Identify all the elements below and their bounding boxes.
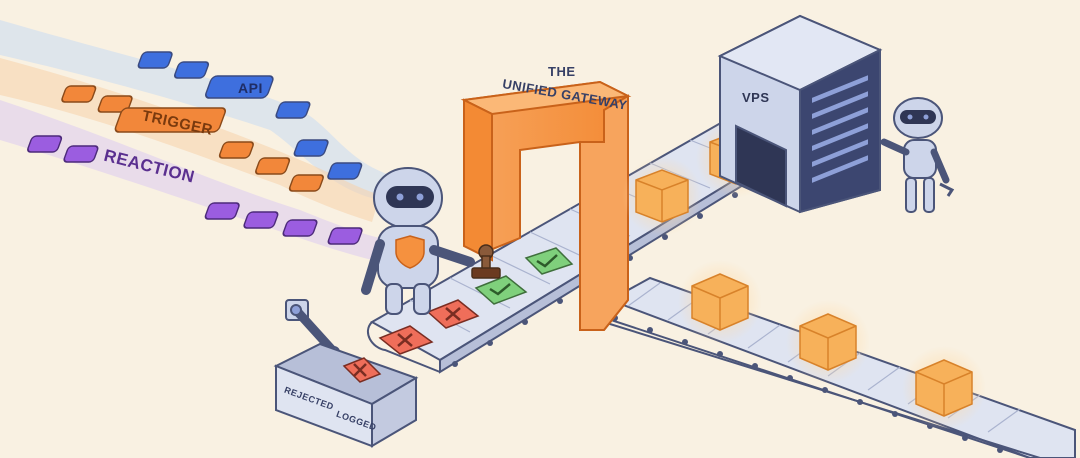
rejected-bin bbox=[273, 342, 419, 448]
package-box bbox=[678, 260, 762, 344]
package-box bbox=[902, 346, 986, 430]
x-icon bbox=[397, 333, 413, 347]
accepted-card bbox=[524, 247, 574, 275]
check-icon bbox=[489, 283, 511, 296]
gateway-title-line1: THE bbox=[548, 64, 576, 79]
check-icon bbox=[536, 254, 558, 268]
trigger-stream-band bbox=[0, 58, 380, 222]
trigger-packets bbox=[61, 85, 324, 192]
reaction-stream-band bbox=[0, 100, 380, 260]
rejected-card-2 bbox=[378, 325, 434, 355]
wrench-icon bbox=[939, 182, 955, 197]
gatekeeper-robot bbox=[361, 167, 501, 315]
shield-icon bbox=[395, 235, 425, 269]
api-label-tag: API bbox=[205, 75, 274, 99]
api-packets bbox=[137, 51, 363, 180]
x-icon bbox=[445, 307, 461, 321]
vps-label: VPS bbox=[742, 90, 770, 105]
reaction-packets bbox=[27, 135, 363, 245]
x-icon bbox=[353, 363, 367, 377]
maintenance-robot bbox=[880, 97, 955, 213]
package-box bbox=[786, 300, 870, 384]
package-box bbox=[622, 156, 702, 236]
vps-server bbox=[717, 14, 883, 214]
accepted-card-stamped bbox=[474, 275, 528, 305]
unified-gateway bbox=[460, 80, 632, 331]
api-label: API bbox=[238, 80, 263, 96]
api-stream-band bbox=[0, 20, 390, 200]
stamp-icon bbox=[471, 244, 501, 279]
rejected-card bbox=[426, 299, 480, 329]
